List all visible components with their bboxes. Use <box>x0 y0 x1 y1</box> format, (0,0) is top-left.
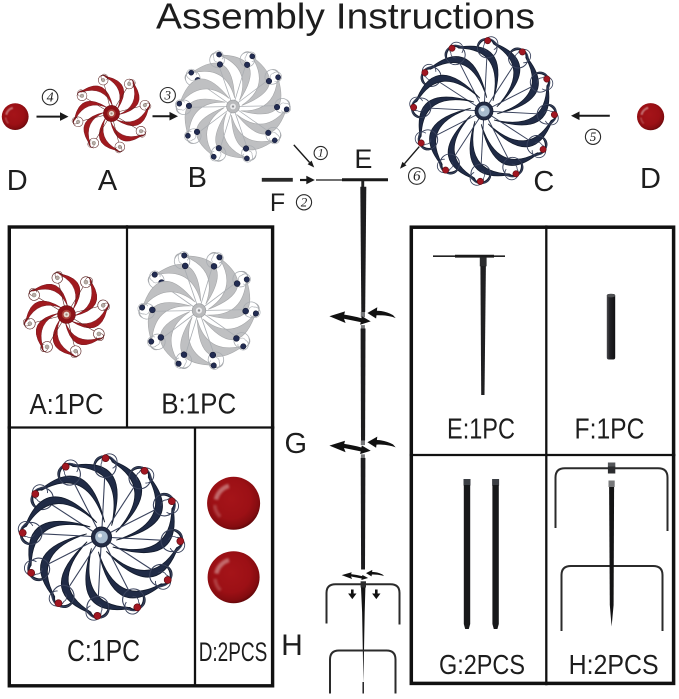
svg-text:C:1PC: C:1PC <box>67 633 140 668</box>
svg-text:Assembly Instructions: Assembly Instructions <box>156 0 535 37</box>
svg-text:F: F <box>270 189 285 217</box>
svg-text:1: 1 <box>318 146 324 160</box>
svg-text:D: D <box>640 163 661 195</box>
svg-text:E: E <box>354 144 372 174</box>
svg-text:A: A <box>98 165 118 197</box>
svg-text:C: C <box>533 166 554 198</box>
svg-text:G:2PCS: G:2PCS <box>439 649 525 680</box>
svg-text:5: 5 <box>590 129 597 144</box>
svg-text:B:1PC: B:1PC <box>161 389 236 421</box>
svg-text:4: 4 <box>47 90 54 105</box>
svg-text:D: D <box>7 165 28 197</box>
svg-text:D:2PCS: D:2PCS <box>199 637 268 667</box>
svg-text:E:1PC: E:1PC <box>447 414 515 446</box>
svg-text:F:1PC: F:1PC <box>575 414 645 446</box>
svg-text:H: H <box>281 629 303 662</box>
svg-text:B: B <box>188 162 207 194</box>
svg-text:6: 6 <box>413 169 421 185</box>
svg-text:G: G <box>285 428 308 460</box>
svg-text:A:1PC: A:1PC <box>30 389 104 421</box>
svg-text:H:2PCS: H:2PCS <box>569 649 659 680</box>
svg-text:2: 2 <box>301 194 308 209</box>
svg-text:3: 3 <box>164 87 172 102</box>
